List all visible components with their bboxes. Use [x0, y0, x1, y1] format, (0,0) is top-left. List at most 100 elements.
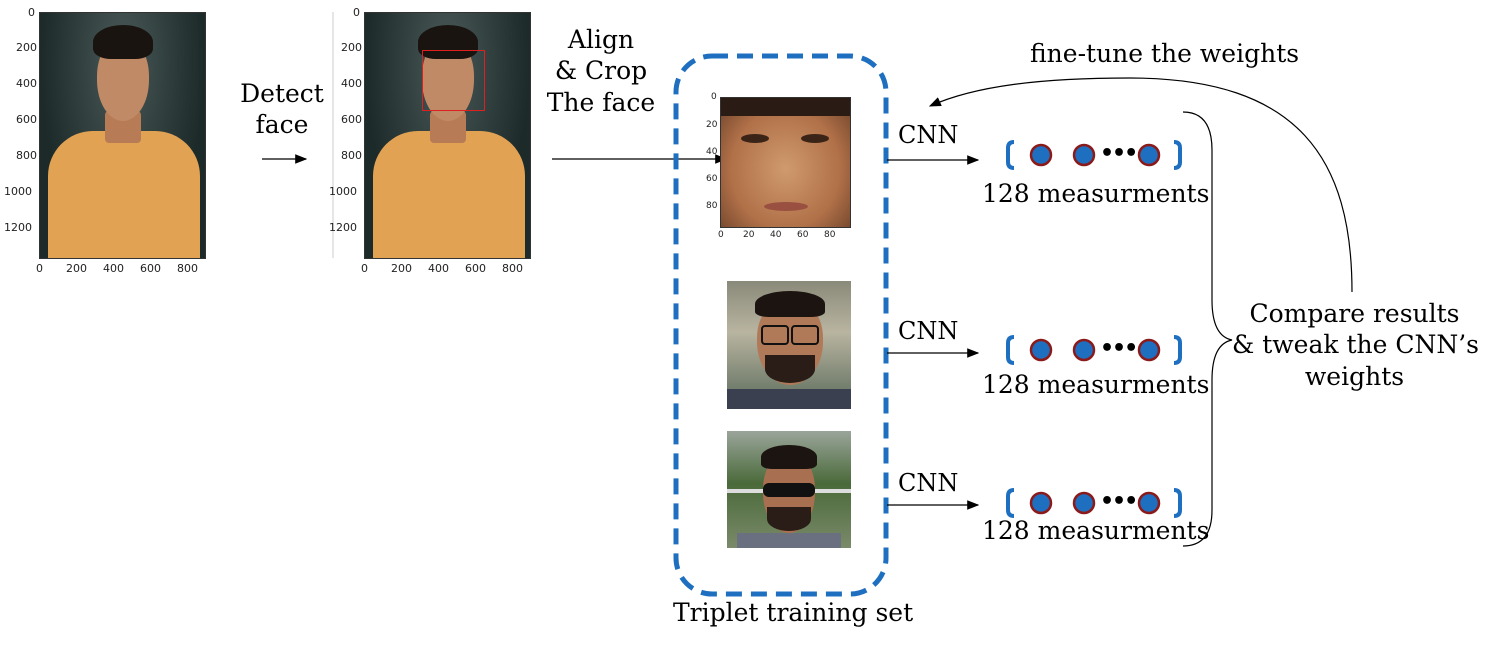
- vector-1: [1006, 140, 1182, 170]
- x-tick: 80: [824, 230, 836, 240]
- y-tick: 80: [706, 201, 718, 211]
- mouth: [764, 202, 808, 211]
- measure-dot: [1029, 491, 1053, 515]
- measurements-label-2: 128 measurments: [982, 370, 1210, 399]
- x-tick: 20: [743, 230, 755, 240]
- detected-face-plot: [364, 12, 531, 259]
- orange-shirt: [48, 131, 200, 258]
- face-bounding-box: [422, 50, 485, 111]
- hair: [761, 445, 817, 469]
- measure-dot: [1072, 143, 1096, 167]
- align-label-line: & Crop: [554, 56, 648, 86]
- align-crop-label: Align & Crop The face: [540, 24, 662, 118]
- detect-label-line: face: [255, 110, 309, 140]
- beard: [765, 355, 815, 383]
- cnn-label-1: CNN: [898, 121, 959, 149]
- x-tick: 600: [140, 262, 161, 275]
- hair: [755, 291, 825, 317]
- detect-face-label: Detect face: [238, 78, 326, 141]
- x-tick: 400: [428, 262, 449, 275]
- left-bracket: [1006, 488, 1015, 518]
- hair: [93, 25, 153, 59]
- left-bracket: [1006, 335, 1015, 365]
- x-tick: 60: [797, 230, 809, 240]
- y-tick: 1000: [4, 185, 32, 198]
- y-tick: 800: [341, 149, 362, 162]
- original-image-plot: [39, 12, 206, 259]
- x-tick: 800: [177, 262, 198, 275]
- x-tick: 200: [66, 262, 87, 275]
- vector-3: [1006, 488, 1182, 518]
- compare-label-line: weights: [1304, 361, 1405, 391]
- measure-dot: [1137, 491, 1161, 515]
- measurements-label-1: 128 measurments: [982, 179, 1210, 208]
- right-eye: [801, 134, 829, 143]
- glasses-left: [761, 325, 789, 345]
- x-tick: 800: [502, 262, 523, 275]
- measure-dot: [1137, 338, 1161, 362]
- x-tick: 600: [465, 262, 486, 275]
- positive-sample-photo: [727, 281, 851, 409]
- y-tick: 1200: [329, 221, 357, 234]
- y-tick: 0: [28, 6, 35, 19]
- y-tick: 800: [16, 149, 37, 162]
- y-tick: 600: [16, 113, 37, 126]
- measure-dot: [1029, 338, 1053, 362]
- hair: [418, 25, 478, 59]
- y-tick: 1000: [329, 185, 357, 198]
- measure-dot: [1072, 491, 1096, 515]
- left-eye: [741, 134, 769, 143]
- shirt: [727, 389, 851, 409]
- x-tick: 400: [103, 262, 124, 275]
- right-bracket: [1173, 488, 1182, 518]
- cnn-label-2: CNN: [898, 317, 959, 345]
- beard: [767, 507, 811, 531]
- cnn-label-3: CNN: [898, 469, 959, 497]
- group-brace: [1182, 111, 1233, 547]
- shirt: [737, 533, 841, 548]
- negative-sample-photo: [727, 431, 851, 548]
- measure-dot: [1072, 338, 1096, 362]
- y-tick: 400: [16, 77, 37, 90]
- y-tick: 0: [353, 6, 360, 19]
- compare-label-line: Compare results: [1249, 299, 1460, 328]
- x-tick: 40: [770, 230, 782, 240]
- vector-2: [1006, 335, 1182, 365]
- left-bracket: [1006, 140, 1015, 170]
- triplet-box: [673, 53, 889, 597]
- x-tick: 0: [361, 262, 368, 275]
- right-bracket: [1173, 140, 1182, 170]
- ellipsis-1: •••: [1100, 141, 1138, 166]
- y-tick: 200: [341, 41, 362, 54]
- y-tick: 1200: [4, 221, 32, 234]
- detect-label-line: Detect: [240, 79, 324, 108]
- align-label-line: The face: [546, 87, 656, 117]
- right-bracket: [1173, 335, 1182, 365]
- x-tick: 200: [391, 262, 412, 275]
- triplet-caption: Triplet training set: [673, 598, 914, 627]
- cropped-face-plot: [720, 97, 851, 228]
- ellipsis-3: •••: [1100, 489, 1138, 514]
- y-tick: 600: [341, 113, 362, 126]
- compare-label-line: & tweak the CNN’s: [1232, 330, 1479, 360]
- y-tick: 0: [711, 92, 717, 102]
- orange-shirt: [373, 131, 525, 258]
- align-label-line: Align: [567, 25, 635, 54]
- compare-label: Compare results & tweak the CNN’s weight…: [1232, 298, 1479, 392]
- y-tick: 20: [706, 120, 718, 130]
- measure-dot: [1137, 143, 1161, 167]
- measure-dot: [1029, 143, 1053, 167]
- x-tick: 0: [36, 262, 43, 275]
- ellipsis-2: •••: [1100, 336, 1138, 361]
- y-tick: 60: [706, 174, 718, 184]
- sunglasses: [763, 483, 815, 497]
- glasses-right: [791, 325, 819, 345]
- x-tick: 0: [718, 230, 724, 240]
- measurements-label-3: 128 measurments: [982, 516, 1210, 545]
- hairline: [721, 98, 850, 116]
- feedback-arrow: [928, 77, 1353, 293]
- y-tick: 200: [16, 41, 37, 54]
- y-tick: 400: [341, 77, 362, 90]
